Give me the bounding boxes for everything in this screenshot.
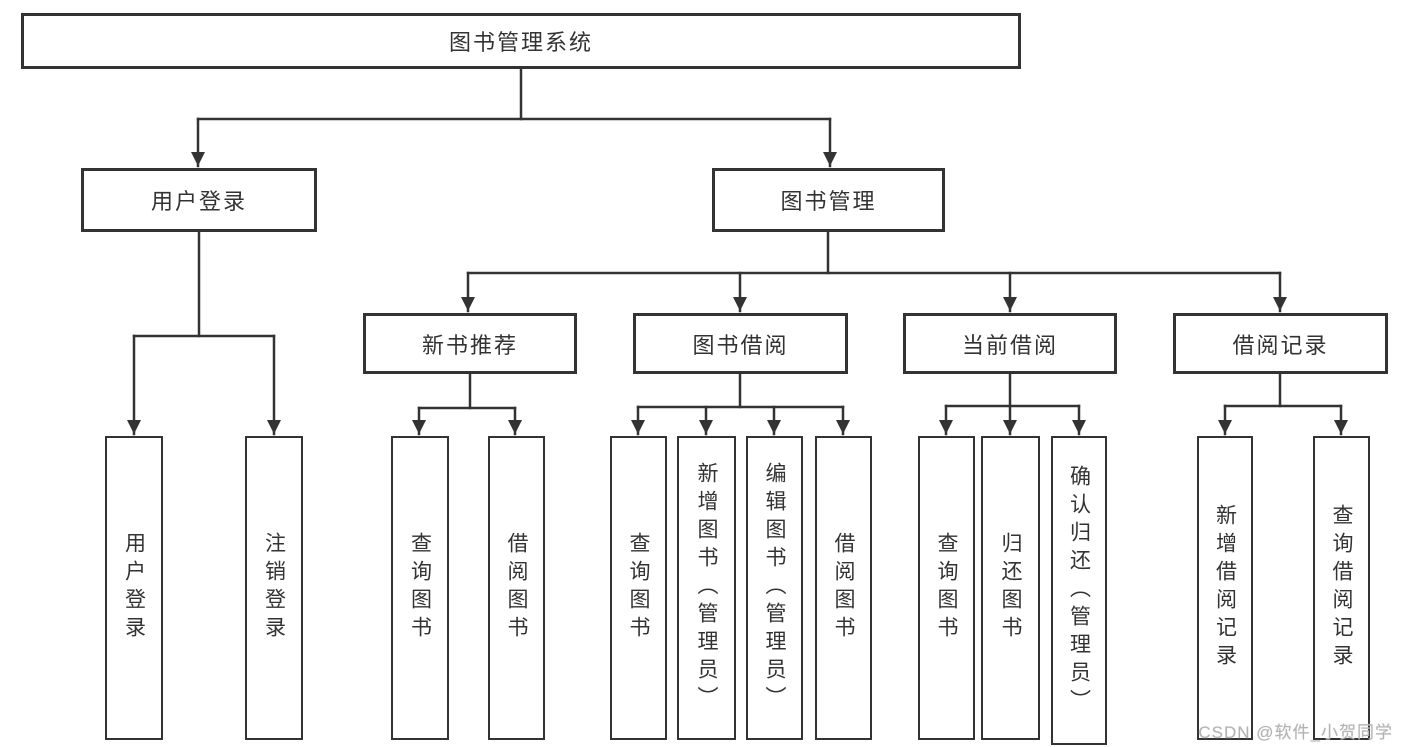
node-book-borrow-label: 图书借阅: [692, 332, 789, 358]
node-new-book-recommend-label: 新书推荐: [421, 332, 518, 358]
leaf-borrow-books-label: 借阅图书: [832, 532, 855, 644]
leaf-query-books-borrow: 查询图书: [610, 436, 667, 740]
leaf-edit-book-admin-label: 编辑图书（管理员）: [763, 462, 786, 714]
node-current-borrow: 当前借阅: [903, 313, 1117, 374]
node-current-borrow-label: 当前借阅: [961, 332, 1058, 358]
leaf-query-books-recommend-label: 查询图书: [408, 532, 432, 644]
leaf-add-borrow-record-label: 新增借阅记录: [1213, 504, 1237, 672]
csdn-watermark: CSDN @软件_小贺同学: [1198, 723, 1393, 742]
node-book-management-label: 图书管理: [780, 189, 877, 214]
node-book-borrow: 图书借阅: [633, 313, 848, 374]
leaf-edit-book-admin: 编辑图书（管理员）: [746, 436, 803, 740]
leaf-borrow-books-recommend: 借阅图书: [488, 436, 545, 740]
node-user-login-label: 用户登录: [150, 189, 247, 214]
leaf-query-books-recommend: 查询图书: [391, 436, 449, 740]
leaf-return-book-label: 归还图书: [999, 532, 1022, 644]
leaf-query-borrow-record-label: 查询借阅记录: [1330, 504, 1353, 672]
leaf-query-books-borrow-label: 查询图书: [627, 532, 650, 644]
leaf-add-book-admin-label: 新增图书（管理员）: [695, 462, 718, 714]
leaf-logout: 注销登录: [245, 436, 303, 740]
leaf-confirm-return-admin: 确认归还（管理员）: [1051, 436, 1107, 745]
leaf-borrow-books: 借阅图书: [815, 436, 872, 740]
leaf-add-book-admin: 新增图书（管理员）: [677, 436, 736, 740]
leaf-user-login-label: 用户登录: [122, 532, 146, 644]
node-borrow-records: 借阅记录: [1173, 313, 1388, 374]
leaf-user-login: 用户登录: [105, 436, 163, 740]
node-borrow-records-label: 借阅记录: [1232, 332, 1329, 358]
leaf-add-borrow-record: 新增借阅记录: [1197, 436, 1253, 740]
leaf-query-books-current: 查询图书: [918, 436, 975, 740]
node-new-book-recommend: 新书推荐: [363, 313, 577, 374]
leaf-borrow-books-recommend-label: 借阅图书: [505, 532, 528, 644]
node-book-management: 图书管理: [712, 168, 945, 232]
leaf-logout-label: 注销登录: [262, 532, 286, 644]
leaf-return-book: 归还图书: [981, 436, 1040, 740]
node-user-login: 用户登录: [81, 168, 317, 232]
leaf-query-borrow-record: 查询借阅记录: [1313, 436, 1370, 740]
leaf-query-books-current-label: 查询图书: [935, 532, 958, 644]
node-root-label: 图书管理系统: [448, 30, 593, 55]
leaf-confirm-return-admin-label: 确认归还（管理员）: [1067, 464, 1091, 717]
node-root: 图书管理系统: [21, 13, 1021, 69]
